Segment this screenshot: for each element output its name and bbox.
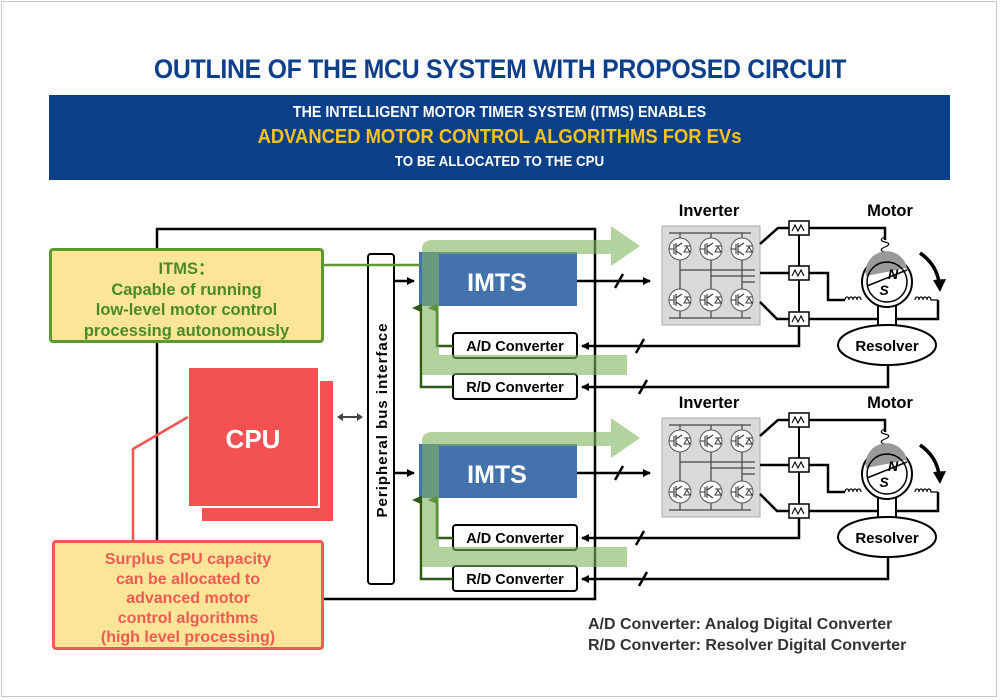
winding-coil-icon [844, 296, 862, 301]
igbt-switch-icon [699, 237, 723, 261]
legend-ad: A/D Converter: Analog Digital Converter [588, 616, 893, 633]
page-title: OUTLINE OF THE MCU SYSTEM WITH PROPOSED … [153, 54, 847, 84]
inverter-label: Inverter [679, 202, 740, 220]
phase-w-line [759, 300, 940, 321]
igbt-switch-icon [730, 429, 754, 453]
cpu-note-line: control algorithms [117, 609, 259, 627]
igbt-switch-icon [668, 288, 692, 312]
bus-label: Peripheral bus interface [374, 323, 391, 518]
igbt-switch-icon [730, 288, 754, 312]
phase-u-line [759, 418, 887, 437]
igbt-switch-icon [699, 429, 723, 453]
inverter-bus-lines [669, 232, 755, 319]
phase-w-line [759, 492, 940, 513]
rd-converter-label: R/D Converter [466, 572, 564, 588]
resolver-block [837, 516, 937, 558]
control-flow-arrow [422, 418, 640, 567]
current-sensor-icon [788, 503, 810, 519]
motor-shaft [877, 496, 897, 520]
current-sensor-icon [788, 412, 810, 428]
current-sensor-icon [788, 311, 810, 327]
banner-highlight: ADVANCED MOTOR CONTROL ALGORITHMS FOR EV… [257, 126, 742, 148]
igbt-switch-icon [730, 480, 754, 504]
rotor-north [865, 251, 907, 276]
rotation-arrow-icon [918, 251, 941, 283]
cpu-callout-line [131, 415, 189, 541]
ad-converter-label: A/D Converter [466, 531, 564, 547]
igbt-switch-icon [699, 288, 723, 312]
itms-note-line: processing autonomously [83, 321, 290, 340]
peripheral-bus-interface [367, 253, 395, 585]
inverter-label: Inverter [679, 394, 740, 412]
cpu-block [187, 366, 320, 508]
igbt-switch-icon [668, 237, 692, 261]
abbreviation-legend: A/D Converter: Analog Digital Converter … [588, 614, 906, 656]
winding-coil-icon [914, 296, 938, 301]
motor-shaft [877, 304, 897, 328]
imts-label: IMTS [467, 269, 527, 297]
pole-n-label: N [888, 266, 899, 282]
winding-coil-icon [914, 488, 938, 493]
imts-block [419, 444, 577, 498]
inverter-bus-lines [669, 424, 755, 511]
resolver-label: Resolver [855, 530, 919, 547]
pole-s-label: S [879, 474, 889, 490]
itms-note-line: Capable of running [111, 280, 262, 299]
control-flow-arrow [422, 226, 640, 375]
resolver-feedback-line [581, 548, 890, 583]
itms-note-line: ITMS： [158, 260, 215, 278]
imts-block [419, 252, 577, 306]
winding-coil-icon [844, 488, 862, 493]
headline-banner: THE INTELLIGENT MOTOR TIMER SYSTEM (ITMS… [49, 95, 950, 180]
igbt-switch-icon [699, 480, 723, 504]
banner-line-1: THE INTELLIGENT MOTOR TIMER SYSTEM (ITMS… [292, 104, 707, 121]
pole-n-label: N [888, 458, 899, 474]
igbt-switch-icon [668, 480, 692, 504]
ad-to-imts-arrow [428, 303, 453, 348]
resolver-label: Resolver [855, 338, 919, 355]
rd-to-imts-arrow [412, 303, 453, 389]
ad-to-imts-arrow [428, 495, 453, 540]
rotor-north [865, 443, 907, 468]
igbt-switch-icon [668, 429, 692, 453]
phase-u-line [759, 226, 887, 245]
motor-label: Motor [867, 202, 913, 220]
cpu-note-line: (high level processing) [100, 629, 276, 646]
banner-line-3: TO BE ALLOCATED TO THE CPU [394, 154, 605, 170]
legend-rd: R/D Converter: Resolver Digital Converte… [588, 637, 907, 654]
rd-converter-label: R/D Converter [466, 380, 564, 396]
itms-callout-note: ITMS： Capable of running low-level motor… [49, 248, 324, 343]
resolver-feedback-line [581, 356, 890, 391]
motor-label: Motor [867, 394, 913, 412]
current-sensor-icon [788, 220, 810, 236]
cpu-label: CPU [226, 424, 281, 454]
pole-s-label: S [879, 282, 889, 298]
mcu-boundary [155, 227, 597, 601]
current-feedback-line [581, 512, 801, 542]
rotation-arrow-icon [918, 443, 941, 475]
cpu-note-line: Surplus CPU capacity [104, 551, 272, 568]
ad-converter-label: A/D Converter [466, 339, 564, 355]
rd-to-imts-arrow [412, 495, 453, 581]
cpu-callout-note: Surplus CPU capacity can be allocated to… [52, 540, 324, 650]
igbt-switch-icon [730, 237, 754, 261]
cpu-note-line: can be allocated to [115, 570, 261, 588]
current-sensor-icon [788, 265, 810, 281]
current-feedback-line [581, 320, 801, 350]
cpu-note-line: advanced motor [126, 590, 250, 607]
current-sensor-icon [788, 457, 810, 473]
resolver-block [837, 324, 937, 366]
itms-note-line: low-level motor control [95, 301, 278, 319]
cpu-bus-bidirectional-arrow [337, 413, 363, 421]
imts-label: IMTS [467, 461, 527, 489]
